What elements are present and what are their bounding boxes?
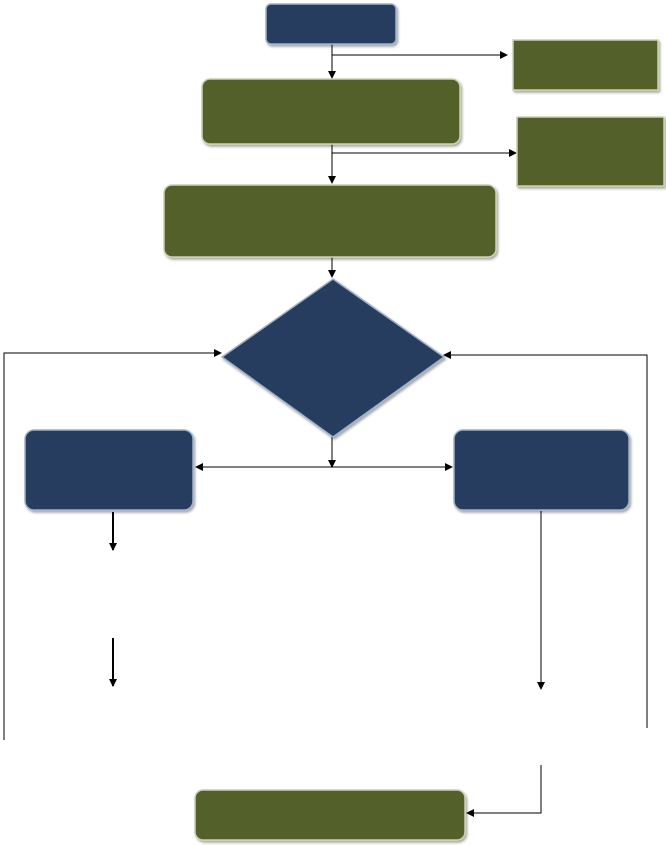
decision-diamond — [220, 278, 446, 438]
connector-loop-left — [3, 349, 222, 740]
step-box-2 — [163, 184, 497, 258]
node-group — [24, 3, 665, 841]
left-branch-box — [24, 429, 194, 511]
side-box-top — [512, 39, 659, 91]
right-branch-box — [453, 429, 630, 511]
end-box — [194, 789, 466, 841]
side-box-middle — [516, 116, 665, 187]
connector-right-to-end — [466, 765, 542, 817]
connector-loop-right — [443, 351, 648, 728]
step-box-1 — [201, 78, 461, 145]
start-box — [265, 3, 397, 45]
connector-group — [3, 44, 648, 817]
